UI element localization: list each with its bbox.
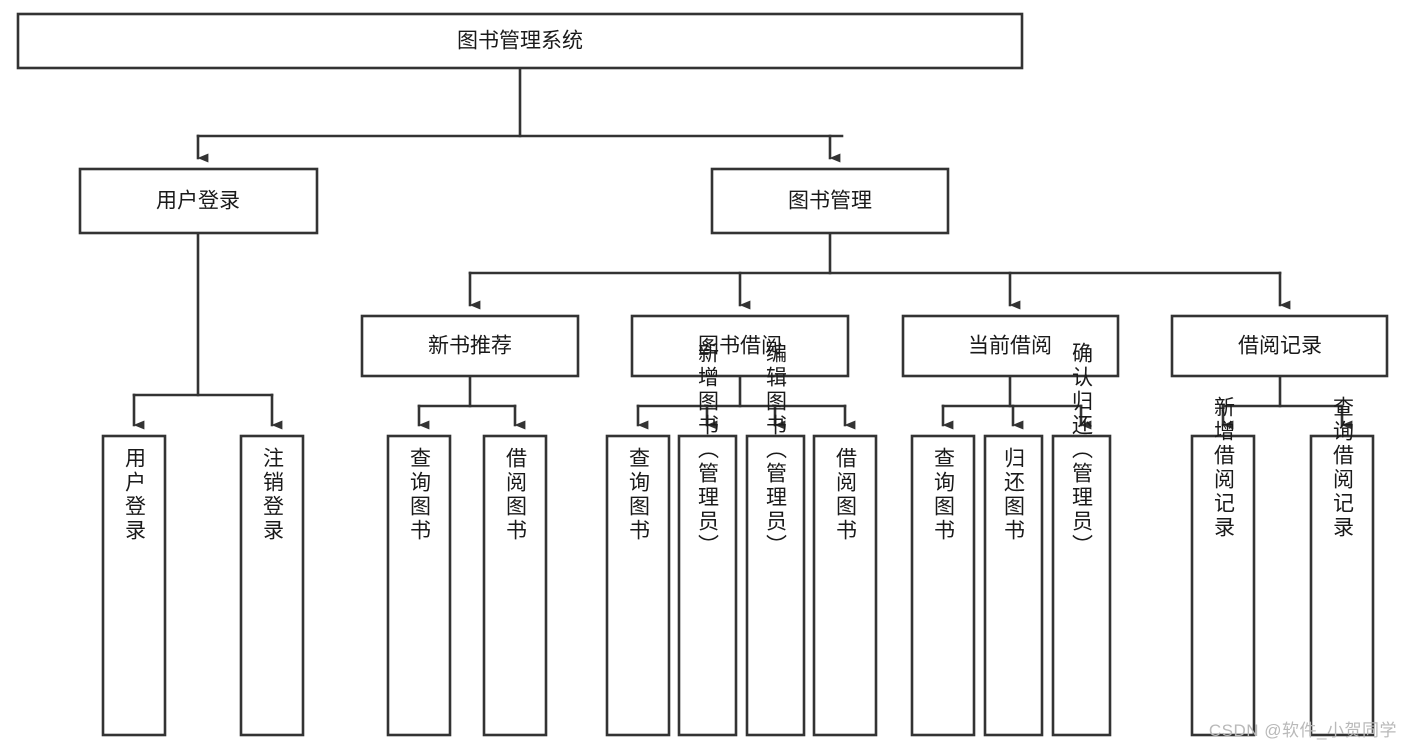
node-user-login-box[interactable] — [78, 167, 319, 235]
node-leaf-return-book[interactable]: 归还图书 — [983, 434, 1044, 737]
node-new-book-rec-label: 新书推荐 — [428, 335, 512, 358]
node-leaf-user-login-label: 用户登录 — [123, 447, 147, 543]
node-book-mgmt-box[interactable] — [710, 167, 950, 235]
node-borrow-record[interactable]: 借阅记录 — [1170, 314, 1389, 378]
node-leaf-edit-book[interactable]: 编辑图书（管理员） — [745, 342, 806, 737]
node-book-mgmt-label: 图书管理 — [788, 190, 872, 213]
node-leaf-borrow-book-2-box[interactable] — [812, 434, 878, 737]
node-leaf-query-book-3-box[interactable] — [910, 434, 976, 737]
node-leaf-logout-box[interactable] — [239, 434, 305, 737]
node-root[interactable]: 图书管理系统 — [16, 12, 1024, 70]
connectors-borrowrecord-to-leaves — [1221, 374, 1353, 430]
node-root-box[interactable] — [16, 12, 1024, 70]
node-book-mgmt[interactable]: 图书管理 — [710, 167, 950, 235]
node-leaf-query-book-3[interactable]: 查询图书 — [910, 434, 976, 737]
node-book-borrow-box[interactable] — [630, 314, 850, 378]
connectors-currentborrow-to-leaves — [941, 374, 1092, 430]
node-leaf-query-record[interactable]: 查询借阅记录 — [1309, 396, 1375, 737]
node-leaf-edit-book-box[interactable] — [745, 434, 806, 737]
node-user-login-label: 用户登录 — [156, 190, 240, 213]
node-book-borrow[interactable]: 图书借阅 — [630, 314, 850, 378]
node-leaf-query-book-1-box[interactable] — [386, 434, 452, 737]
node-leaf-add-record-box[interactable] — [1190, 434, 1256, 737]
node-leaf-query-book-2-label: 查询图书 — [627, 447, 651, 543]
node-new-book-rec-box[interactable] — [360, 314, 580, 378]
connectors-level1-to-level2 — [196, 66, 844, 163]
node-book-borrow-label: 图书借阅 — [698, 335, 782, 358]
node-user-login[interactable]: 用户登录 — [78, 167, 319, 235]
node-leaf-borrow-book-1-label: 借阅图书 — [504, 447, 528, 543]
node-current-borrow-label: 当前借阅 — [968, 335, 1052, 358]
node-leaf-query-record-label: 查询借阅记录 — [1331, 396, 1355, 540]
connectors-newbookrec-to-leaves — [417, 374, 526, 430]
node-leaf-query-book-2-box[interactable] — [605, 434, 671, 737]
node-leaf-confirm-return-box[interactable] — [1051, 434, 1112, 737]
node-leaf-add-book-box[interactable] — [677, 434, 738, 737]
node-root-label: 图书管理系统 — [457, 30, 583, 53]
node-leaf-confirm-return[interactable]: 确认归还（管理员） — [1051, 342, 1112, 737]
connectors-bookmgmt-to-level3 — [468, 231, 1291, 310]
node-leaf-add-record[interactable]: 新增借阅记录 — [1190, 396, 1256, 737]
node-leaf-query-book-2[interactable]: 查询图书 — [605, 434, 671, 737]
node-current-borrow-box[interactable] — [901, 314, 1120, 378]
node-leaf-borrow-book-1-box[interactable] — [482, 434, 548, 737]
node-leaf-logout-label: 注销登录 — [261, 447, 285, 543]
node-leaf-user-login[interactable]: 用户登录 — [101, 434, 167, 737]
node-leaf-borrow-book-1[interactable]: 借阅图书 — [482, 434, 548, 737]
node-leaf-user-login-box[interactable] — [101, 434, 167, 737]
node-leaf-query-record-box[interactable] — [1309, 434, 1375, 737]
connectors-userlogin-to-leaves — [132, 231, 283, 430]
node-leaf-query-book-3-label: 查询图书 — [932, 447, 956, 543]
node-leaf-add-book-label: 新增图书（管理员） — [696, 342, 720, 558]
node-leaf-borrow-book-2[interactable]: 借阅图书 — [812, 434, 878, 737]
node-leaf-edit-book-label: 编辑图书（管理员） — [764, 342, 788, 558]
node-leaf-query-book-1[interactable]: 查询图书 — [386, 434, 452, 737]
node-leaf-query-book-1-label: 查询图书 — [408, 447, 432, 543]
node-leaf-logout[interactable]: 注销登录 — [239, 434, 305, 737]
node-leaf-add-record-label: 新增借阅记录 — [1212, 396, 1236, 540]
connectors-bookborrow-to-leaves — [636, 374, 856, 430]
node-current-borrow[interactable]: 当前借阅 — [901, 314, 1120, 378]
node-leaf-borrow-book-2-label: 借阅图书 — [834, 447, 858, 543]
node-leaf-return-book-box[interactable] — [983, 434, 1044, 737]
node-leaf-add-book[interactable]: 新增图书（管理员） — [677, 342, 738, 737]
node-leaf-return-book-label: 归还图书 — [1002, 447, 1026, 543]
node-borrow-record-label: 借阅记录 — [1238, 335, 1322, 358]
node-leaf-confirm-return-label: 确认归还（管理员） — [1070, 342, 1094, 558]
node-new-book-rec[interactable]: 新书推荐 — [360, 314, 580, 378]
node-borrow-record-box[interactable] — [1170, 314, 1389, 378]
